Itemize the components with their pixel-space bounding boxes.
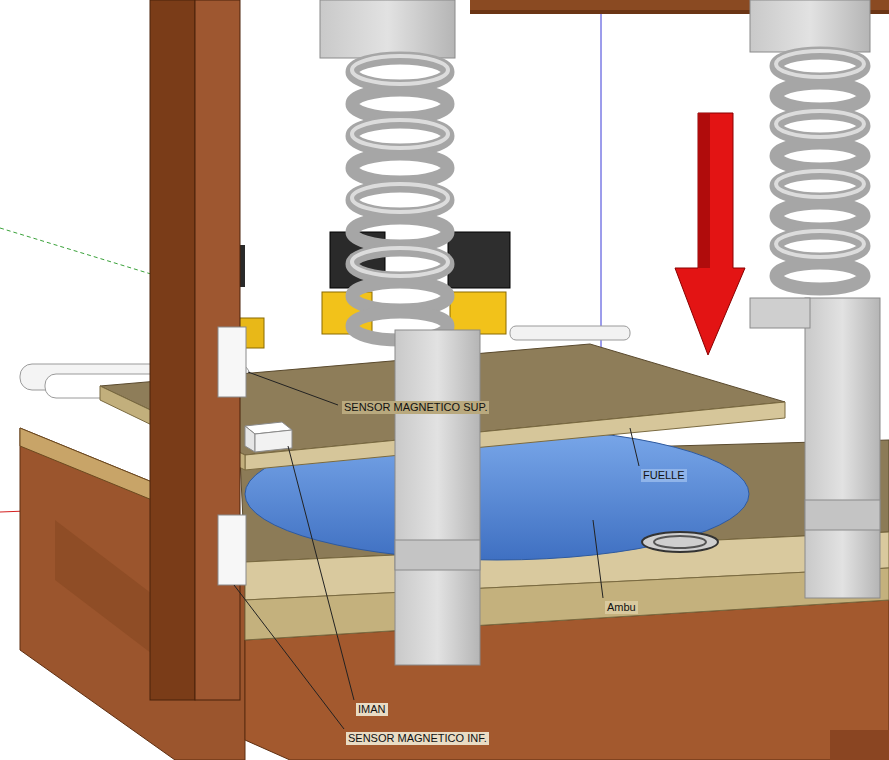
leader-lines-part	[234, 585, 344, 729]
force-arrow	[675, 113, 745, 355]
leader-lines-part	[288, 446, 354, 700]
leader-lines-part	[248, 372, 338, 405]
lower-plate-part	[245, 568, 889, 640]
springs-part-part	[776, 51, 864, 77]
base-front-part	[830, 730, 889, 760]
leader-lines	[234, 372, 639, 729]
springs-part-part	[352, 120, 448, 148]
base-side-panel-part	[55, 520, 160, 660]
guide-posts-part	[805, 298, 880, 598]
springs-part-part	[776, 143, 864, 169]
part-label: IMAN	[356, 703, 388, 716]
springs-part-part	[776, 263, 864, 289]
sensors-part	[245, 426, 255, 452]
part-label: Ambu	[605, 601, 638, 614]
leader-lines-part	[630, 428, 639, 466]
springs-part-part	[352, 90, 448, 118]
part-label: SENSOR MAGNETICO SUP.	[342, 401, 489, 414]
part-label: SENSOR MAGNETICO INF.	[346, 732, 489, 745]
force-arrow-part	[698, 113, 710, 268]
springs-part-part	[352, 154, 448, 182]
guide-posts-part	[395, 330, 480, 665]
solenoid-valves-part	[450, 292, 506, 334]
top-mounts	[320, 0, 870, 58]
springs-part-part	[352, 184, 448, 212]
guide-posts-part	[395, 540, 480, 570]
springs-part-part	[776, 171, 864, 197]
springs-part	[352, 53, 864, 340]
sensors	[218, 327, 292, 585]
springs-part-part	[776, 231, 864, 257]
sensors-part	[218, 327, 246, 397]
guide-posts-part	[750, 298, 810, 328]
solenoid-valves-part	[448, 232, 510, 288]
springs-part-part	[352, 248, 448, 276]
ambu-bag-part	[654, 536, 706, 548]
part-label: FUELLE	[641, 469, 687, 482]
sensors-part	[218, 515, 246, 585]
leader-lines-part	[593, 520, 603, 598]
springs	[352, 51, 864, 340]
upper-plate-part	[245, 402, 785, 470]
guide-posts-part	[805, 500, 880, 530]
axis-lines-part	[601, 0, 602, 360]
force-arrow-part	[675, 113, 745, 355]
top-mounts-part	[320, 0, 455, 58]
top-mounts-part	[750, 0, 870, 52]
springs-part-part	[352, 218, 448, 246]
back-pipes-part	[510, 326, 630, 340]
ambu-bag-part	[642, 532, 718, 552]
guide-posts	[395, 298, 880, 665]
sensors-part	[255, 430, 292, 452]
springs-part-part	[776, 111, 864, 137]
springs-part	[352, 51, 864, 276]
springs-part-part	[776, 203, 864, 229]
wooden-post-part	[150, 0, 195, 700]
springs-part-part	[352, 56, 448, 84]
springs-part-part	[776, 83, 864, 109]
